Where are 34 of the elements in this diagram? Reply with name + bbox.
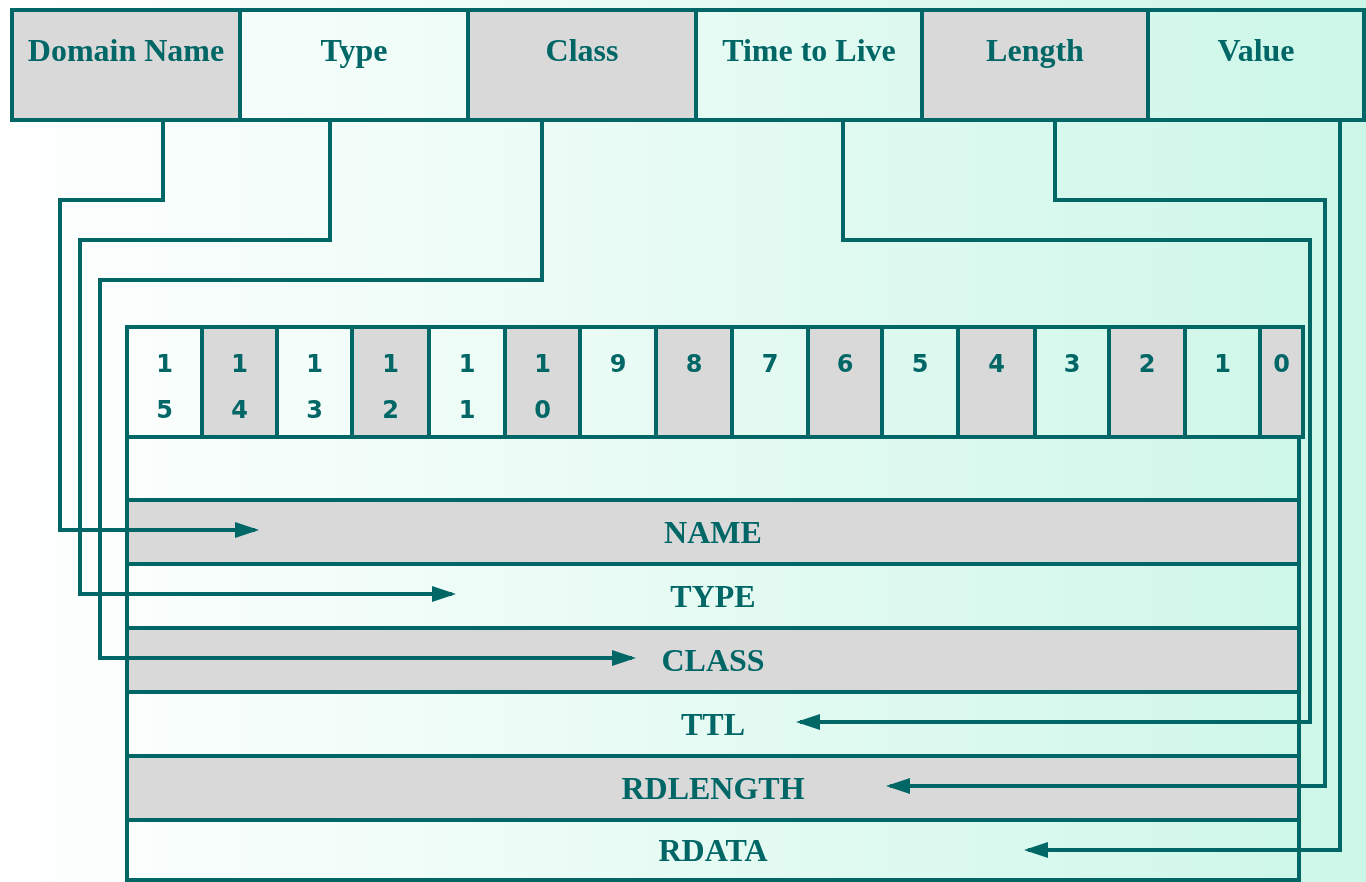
field-label: Value [1217, 31, 1295, 70]
bit-number: 10 [533, 349, 552, 426]
bit-number: 3 [1062, 349, 1082, 380]
arrow [58, 120, 259, 538]
field-label: Class [545, 31, 619, 70]
bit-number: 11 [457, 349, 477, 426]
bit-number: 14 [230, 349, 249, 426]
field-label: RDLENGTH [621, 769, 805, 807]
bit-number: 5 [910, 349, 930, 380]
bit-number: 13 [305, 349, 324, 426]
arrow [796, 120, 1312, 730]
arrow [78, 120, 456, 602]
arrow [1024, 120, 1342, 858]
bit-number: 8 [684, 349, 704, 380]
field-label: TYPE [670, 577, 756, 615]
bit-number: 4 [987, 349, 1006, 380]
field-label: Domain Name [27, 31, 225, 70]
field-label: Type [320, 31, 388, 70]
bit-number: 2 [1137, 349, 1157, 380]
bit-number: 12 [381, 349, 400, 426]
bit-number: 1 [1213, 349, 1232, 380]
arrow [886, 120, 1327, 794]
field-label: RDATA [658, 831, 768, 869]
field-label: Time to Live [722, 31, 896, 70]
field-label: Length [986, 31, 1084, 70]
bit-number: 15 [155, 349, 174, 426]
arrow [98, 120, 636, 666]
bit-number: 0 [1272, 349, 1291, 380]
field-label: CLASS [661, 641, 765, 679]
field-label: TTL [681, 705, 745, 743]
bit-number: 9 [608, 349, 628, 380]
bit-number: 6 [835, 349, 855, 380]
bit-number: 7 [760, 349, 780, 380]
field-label: NAME [664, 513, 762, 551]
